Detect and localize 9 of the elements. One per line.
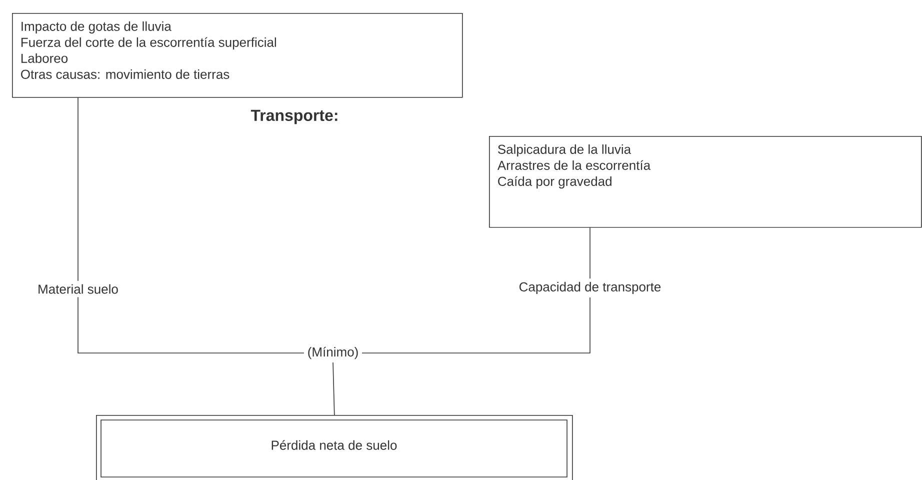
text-box: Impacto de gotas de lluvia Fuerza del corte de la escorrentía superficial Laboreo Otras causas: movimiento de tierras (12, 13, 463, 98)
connector-line (332, 362, 335, 416)
node-label: (Mínimo) (308, 346, 358, 360)
connector-line (78, 296, 304, 354)
node-label: Material suelo (38, 284, 118, 294)
text-box: Salpicadura de la lluvia Arrastres de la escorrentía Caída por gravedad (489, 136, 922, 228)
result-box: Pérdida neta de suelo (96, 415, 573, 480)
connector-line (362, 297, 590, 354)
node-label: Capacidad de transporte (519, 282, 661, 294)
